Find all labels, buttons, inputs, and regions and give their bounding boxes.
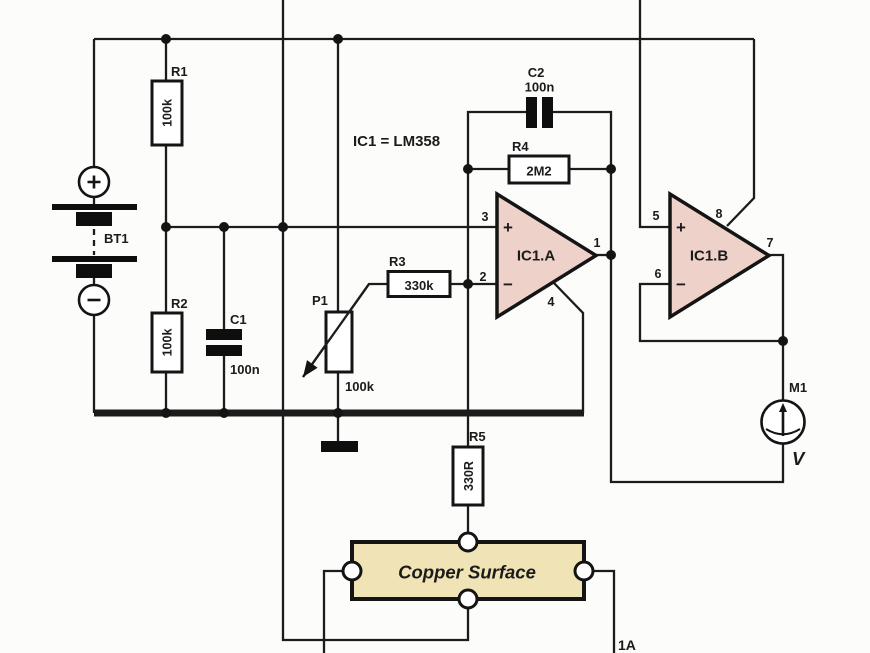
meter-needle-arrowhead-icon xyxy=(779,403,787,412)
plus-sign-icon xyxy=(87,175,101,189)
c2-value-label: 100n xyxy=(525,80,555,95)
meter-scale-arc-icon xyxy=(765,428,801,436)
junction-dot xyxy=(219,222,229,232)
battery-ref-label: BT1 xyxy=(104,231,129,246)
resistor-r4-body xyxy=(507,154,571,185)
wire-midrail-to-copper-bottom xyxy=(281,0,470,642)
opamp-ic1a-ref-label: IC1.A xyxy=(517,248,556,265)
r1-value-label: 100k xyxy=(161,99,175,127)
junction-dot xyxy=(778,336,788,346)
r2-value-label: 100k xyxy=(161,329,175,357)
opamp-ic1a-plus-sign: + xyxy=(503,218,513,237)
battery-plate-short xyxy=(76,264,112,278)
battery-plate-long xyxy=(52,256,137,262)
junction-dot xyxy=(333,408,343,418)
battery-plate-long xyxy=(52,204,137,210)
junction-dot xyxy=(219,408,229,418)
capacitor-c1 xyxy=(206,329,242,356)
pin4-label: 4 xyxy=(548,295,555,309)
potentiometer-p1-body xyxy=(324,310,354,374)
r1-ref-label: R1 xyxy=(171,64,188,79)
resistor-r2-body xyxy=(150,311,184,374)
capacitor-plate xyxy=(206,345,242,356)
pin3-label: 3 xyxy=(482,210,489,224)
r4-ref-label: R4 xyxy=(512,139,529,154)
battery-plate-short xyxy=(76,212,112,226)
current-label: 1A xyxy=(618,637,636,653)
pin2-label: 2 xyxy=(480,270,487,284)
c1-value-label: 100n xyxy=(230,362,260,377)
wire-feedback-right-to-meter xyxy=(553,110,785,484)
wire-opamp-b-output xyxy=(768,253,785,401)
r3-ref-label: R3 xyxy=(389,254,406,269)
junction-dot xyxy=(161,222,171,232)
r2-ref-label: R2 xyxy=(171,296,188,311)
resistor-r3-body xyxy=(386,270,452,298)
wire-copper-right xyxy=(593,569,616,653)
opamp-ic1b-ref-label: IC1.B xyxy=(690,248,729,265)
junction-dot xyxy=(463,279,473,289)
pin6-label: 6 xyxy=(655,267,662,281)
copper-surface-label: Copper Surface xyxy=(398,562,536,583)
capacitor-c2 xyxy=(526,97,553,128)
copper-terminal-right xyxy=(573,560,595,582)
meter-ref-label: M1 xyxy=(789,380,807,395)
wire-opamp-b-noninv xyxy=(638,0,670,229)
wire-opamp-b-pin8-supply xyxy=(726,39,756,227)
opamp-ic1b-minus-sign: − xyxy=(676,275,686,294)
opamp-ic1b-plus-sign: + xyxy=(676,218,686,237)
ground-bar xyxy=(321,441,358,452)
p1-value-label: 100k xyxy=(345,379,375,394)
opamp-ic1b-triangle xyxy=(668,190,773,321)
r5-value-label: 330R xyxy=(462,461,476,491)
r3-value-label: 330k xyxy=(405,278,435,293)
wire-opamp-a-pin4-ground xyxy=(552,281,585,413)
junction-dot xyxy=(463,164,473,174)
c2-ref-label: C2 xyxy=(528,65,545,80)
wire-feedback-left xyxy=(466,110,526,284)
capacitor-plate xyxy=(542,97,553,128)
resistor-r1-body xyxy=(150,79,184,147)
r4-value-label: 2M2 xyxy=(526,164,551,179)
pin1-label: 1 xyxy=(594,236,601,250)
ground-icon xyxy=(321,441,358,452)
junction-dot xyxy=(606,250,616,260)
r5-ref-label: R5 xyxy=(469,429,486,444)
junction-dot xyxy=(278,222,288,232)
junction-dot xyxy=(606,164,616,174)
junction-dots xyxy=(161,34,788,418)
wire-copper-left xyxy=(322,569,343,653)
pin8-label: 8 xyxy=(716,207,723,221)
capacitor-plate xyxy=(526,97,537,128)
copper-terminal-top xyxy=(457,531,479,553)
capacitor-plate xyxy=(206,329,242,340)
meter-m1 xyxy=(760,399,806,445)
copper-terminal-bottom xyxy=(457,588,479,610)
potentiometer-p1 xyxy=(302,283,370,378)
resistor-r5-body xyxy=(451,445,485,507)
junction-dot xyxy=(333,34,343,44)
ic-note-label: IC1 = LM358 xyxy=(353,133,440,150)
labels: IC1 = LM358 BT1 R1 100k R2 100k C1 100n … xyxy=(104,64,807,653)
copper-surface xyxy=(341,531,595,610)
wire-opamp-b-feedback xyxy=(638,282,783,343)
pot-wiper-line xyxy=(302,283,370,378)
p1-ref-label: P1 xyxy=(312,293,328,308)
opamp-ic1a-triangle xyxy=(495,190,600,321)
junction-dot xyxy=(161,408,171,418)
copper-terminal-left xyxy=(341,560,363,582)
meter-unit-label: V xyxy=(792,448,806,469)
pin7-label: 7 xyxy=(767,236,774,250)
pin5-label: 5 xyxy=(653,209,660,223)
pot-wiper-arrow-icon xyxy=(303,360,318,377)
battery-bt1 xyxy=(52,165,137,317)
opamp-ic1a-minus-sign: − xyxy=(503,275,513,294)
junction-dot xyxy=(161,34,171,44)
c1-ref-label: C1 xyxy=(230,312,247,327)
